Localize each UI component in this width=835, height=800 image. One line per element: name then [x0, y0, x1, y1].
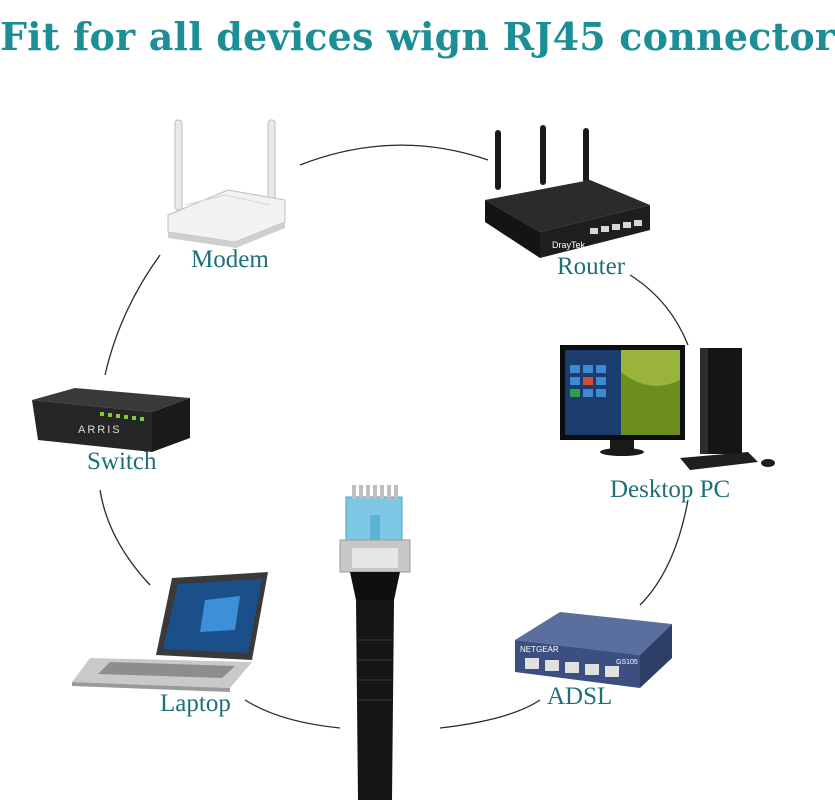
device-diagram: DrayTek NETGEAR GS105 [32, 119, 775, 800]
arc-desktop-adsl [639, 499, 689, 606]
switch-icon: ARRIS [32, 388, 190, 452]
device-label-router: Router [557, 253, 626, 280]
desktop-pc-icon [560, 345, 775, 470]
modem-icon [167, 119, 286, 248]
device-label-modem: Modem [191, 246, 269, 273]
adsl-brand-text: NETGEAR [520, 645, 559, 654]
arc-adsl-connector [439, 699, 541, 729]
device-label-desktop-pc: Desktop PC [610, 476, 731, 503]
rj45-connector-icon [339, 485, 411, 800]
device-label-switch: Switch [87, 448, 157, 475]
adsl-model-text: GS105 [616, 659, 638, 666]
router-icon: DrayTek [485, 125, 650, 258]
page-title: Fit for all devices wign RJ45 connector [0, 14, 835, 59]
arc-switch-laptop [99, 489, 151, 586]
arc-modem-router [299, 144, 489, 166]
router-brand-text: DrayTek [552, 240, 586, 250]
connection-ring [99, 144, 689, 729]
device-label-laptop: Laptop [160, 690, 231, 717]
arc-laptop-connector [244, 699, 341, 729]
adsl-switch-icon: NETGEAR GS105 [515, 612, 672, 688]
arc-modem-switch [104, 254, 161, 376]
switch-brand-text: ARRIS [78, 424, 122, 436]
laptop-icon [72, 572, 268, 692]
arc-router-desktop [629, 274, 689, 346]
device-label-adsl: ADSL [547, 683, 613, 710]
